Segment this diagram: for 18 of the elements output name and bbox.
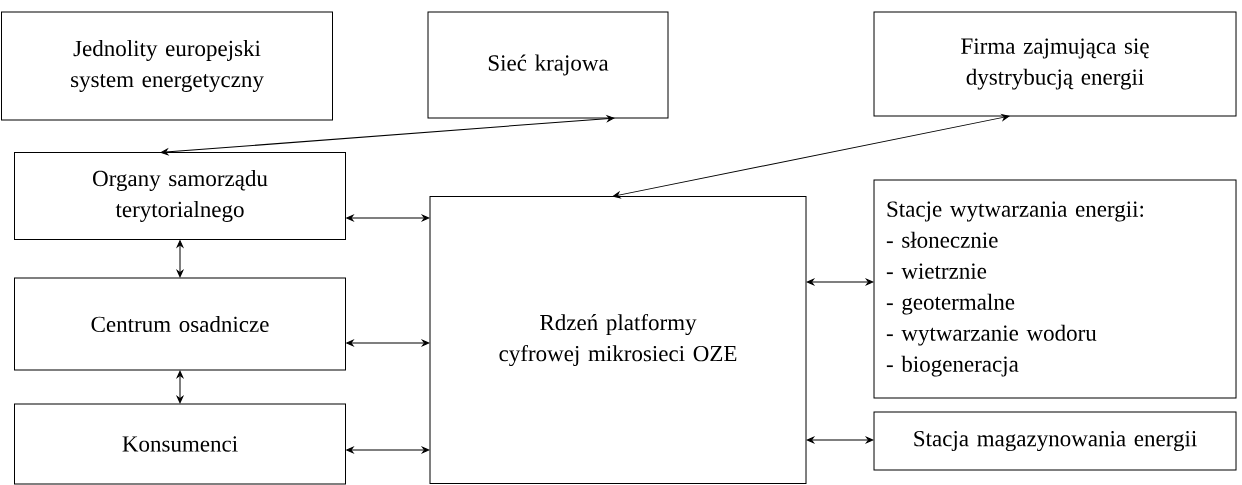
process-box: Centrum osadnicze [14, 277, 346, 371]
process-box: Konsumenci [14, 403, 346, 485]
arrow [346, 339, 430, 347]
process-box: Jednolity europejski system energetyczny [1, 11, 333, 121]
arrow [612, 114, 1010, 199]
process-box: Stacje wytwarzania energii: - słonecznie - wietrznie - geotermalne - wytwarzanie wodoru - biogeneracja [873, 179, 1237, 399]
arrow [806, 436, 874, 444]
arrow [160, 115, 615, 156]
process-box: Firma zajmująca się dystrybucją energii [873, 11, 1237, 117]
arrow [806, 278, 874, 286]
process-box: Stacja magazynowania energii [873, 411, 1237, 471]
arrow [346, 446, 430, 454]
arrow [176, 240, 184, 278]
process-box: Rdzeń platformy cyfrowej mikrosieci OZE [429, 196, 807, 484]
arrow [346, 214, 430, 222]
process-box: Sieć krajowa [427, 11, 669, 119]
process-box: Organy samorządu terytorialnego [14, 152, 346, 240]
arrow [176, 370, 184, 404]
